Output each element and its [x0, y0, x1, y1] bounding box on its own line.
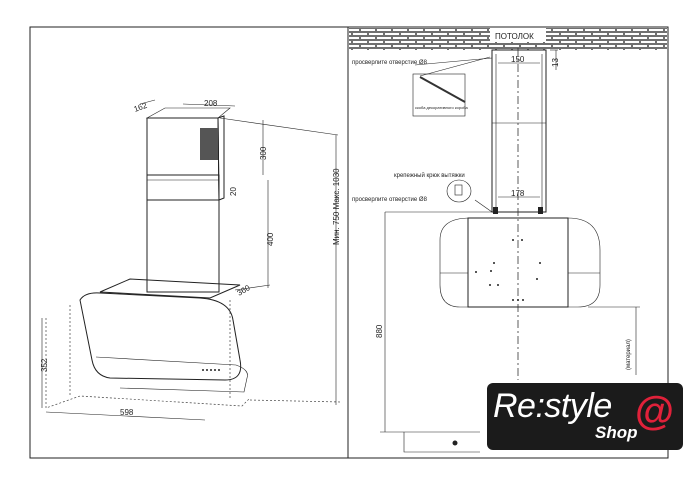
logo-brand: Re:style [493, 387, 612, 425]
dim-ceiling-gap: 13 [551, 58, 560, 67]
dim-canopy-height: 352 [40, 358, 49, 372]
hook-label: крепежный крюк вытяжки [394, 172, 465, 179]
ceiling-label: ПОТОЛОК [495, 32, 534, 41]
dim-canopy-width: 598 [120, 408, 134, 417]
dim-height-range: Мин. 750 Макс. 1030 [332, 168, 341, 245]
drill-hole-top-label: просверлите отверстие Ø8 [352, 60, 428, 66]
dim-upper-chimney: 300 [259, 146, 268, 160]
dim-hook-spacing: 178 [511, 189, 525, 198]
hood-front-view [380, 48, 640, 453]
right-frame [347, 26, 669, 459]
logo-sub: Shop [595, 423, 638, 442]
cart-at-icon: @ [635, 389, 675, 433]
dim-overlap: 20 [229, 187, 238, 196]
dim-hob-distance: 880 [375, 324, 384, 338]
drill-hole-bottom-label: просверлите отверстие Ø8 [352, 197, 428, 203]
dim-bracket-spacing: 150 [511, 55, 525, 64]
dim-lower-chimney: 400 [266, 232, 275, 246]
bracket-caption: скоба декоративного короба [415, 105, 468, 110]
dim-width-top: 208 [204, 99, 218, 108]
decorative-bracket-inset [412, 73, 466, 117]
left-frame [29, 26, 349, 459]
dim-depth-top: 162 [133, 101, 149, 114]
restyle-shop-logo: Re:style @ Shop [487, 383, 683, 450]
hood-3d-view [41, 99, 341, 421]
side-note: (материал) [626, 339, 632, 370]
hook-icon [446, 179, 472, 203]
